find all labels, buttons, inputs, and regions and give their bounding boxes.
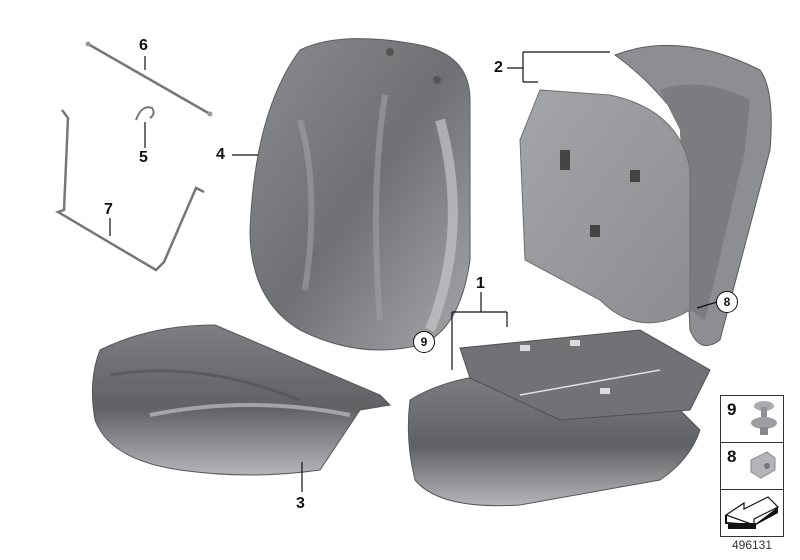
clip-part	[135, 106, 155, 121]
callout-5[interactable]: 5	[139, 149, 148, 166]
diagram-id: 496131	[731, 538, 773, 552]
callout-9-circled[interactable]: 9	[413, 331, 435, 353]
seat-base-pad-part	[407, 329, 711, 507]
callout-4[interactable]: 4	[216, 146, 225, 163]
legend-item-9[interactable]: 9	[721, 396, 783, 443]
legend-item-8[interactable]: 8	[721, 443, 783, 490]
callout-7[interactable]: 7	[104, 201, 113, 218]
legend-label-9: 9	[727, 400, 737, 419]
callout-8-circled[interactable]: 8	[716, 291, 738, 313]
fastener-legend: 9 8	[720, 395, 784, 537]
legend-item-arrow[interactable]	[721, 490, 783, 536]
backrest-foam-part	[249, 38, 471, 351]
backrest-pad-part	[519, 44, 772, 347]
wire-frame-part	[55, 109, 205, 272]
expanding-rivet-icon	[751, 401, 777, 435]
legend-label-8: 8	[727, 447, 737, 466]
callout-1[interactable]: 1	[476, 275, 485, 292]
callout-6[interactable]: 6	[139, 37, 148, 54]
leader-lines	[109, 51, 718, 492]
arrow-icon	[724, 496, 780, 529]
tension-wire-part	[85, 41, 213, 117]
seat-cushion-foam-part	[91, 324, 392, 476]
callout-3[interactable]: 3	[296, 495, 305, 512]
clamp-fastener-icon	[750, 451, 776, 479]
callout-2[interactable]: 2	[494, 59, 503, 76]
